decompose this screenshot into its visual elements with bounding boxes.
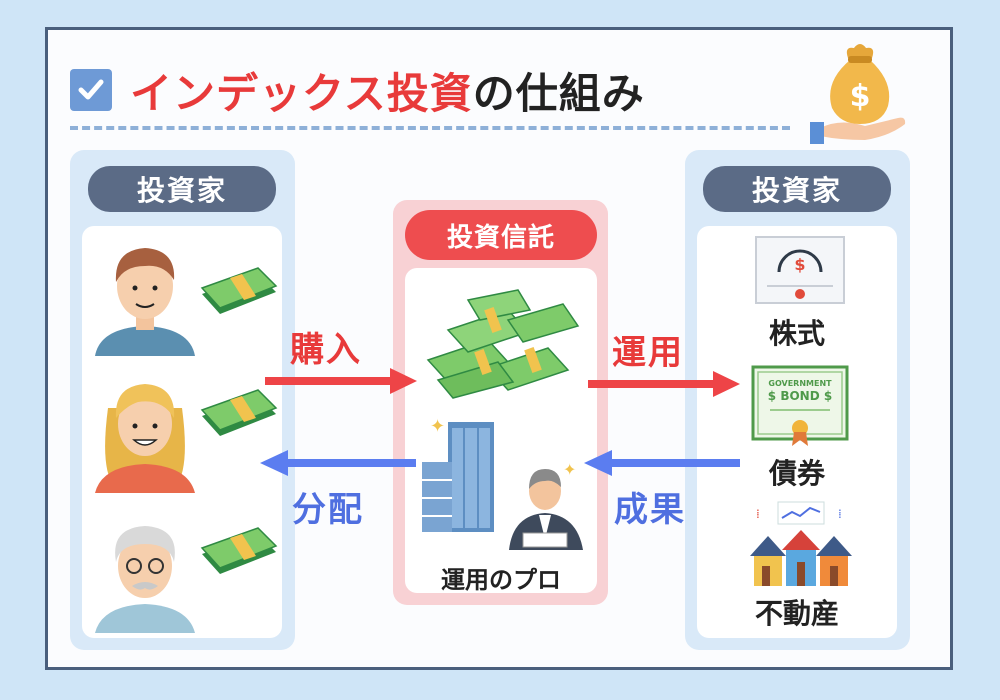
distribute-arrow xyxy=(260,450,416,476)
bond-text-line1: GOVERNMENT xyxy=(768,379,832,388)
operate-arrow xyxy=(588,371,740,397)
result-arrow xyxy=(584,450,740,476)
svg-text:⁞: ⁞ xyxy=(756,507,760,521)
bond-text-line2: $ BOND $ xyxy=(768,389,832,403)
svg-text:✦: ✦ xyxy=(563,460,576,479)
buy-label: 購入 xyxy=(290,330,362,370)
right-heading: 投資家 xyxy=(703,166,891,212)
checkbox-icon xyxy=(70,69,112,111)
title-highlight: インデックス投資 xyxy=(130,68,473,118)
office-building-icon: ✦ xyxy=(422,416,494,532)
distribute-label: 分配 xyxy=(292,490,364,530)
money-bag-icon: $ xyxy=(810,44,906,144)
svg-text:✦: ✦ xyxy=(430,416,445,437)
svg-text:$: $ xyxy=(850,79,871,114)
investor-woman-avatar xyxy=(95,384,195,493)
fund-manager-caption: 運用のプロ xyxy=(441,566,561,594)
title-divider xyxy=(70,126,790,130)
bond-certificate-icon: GOVERNMENT $ BOND $ xyxy=(751,365,849,446)
investor-senior-avatar xyxy=(95,526,195,633)
title-row: インデックス投資 の仕組み xyxy=(70,60,645,120)
investor-man-avatar xyxy=(95,248,195,356)
asset-label-stocks: 株式 xyxy=(768,317,825,350)
svg-text:$: $ xyxy=(794,255,805,274)
left-heading: 投資家 xyxy=(88,166,276,212)
svg-text:⁞: ⁞ xyxy=(838,507,842,521)
fund-manager-icon: ✦ xyxy=(509,460,583,550)
asset-label-real-estate: 不動産 xyxy=(754,597,839,630)
asset-label-bonds: 債券 xyxy=(768,457,825,490)
stock-certificate-icon: $ xyxy=(755,236,845,304)
center-heading: 投資信託 xyxy=(405,210,597,260)
money-pile-icon xyxy=(426,289,580,399)
buy-arrow xyxy=(265,368,417,394)
result-label: 成果 xyxy=(614,490,686,530)
cash-stack-icon xyxy=(200,389,278,436)
real-estate-icon: ⁞ ⁞ xyxy=(750,501,852,586)
cash-stack-icon xyxy=(200,527,278,574)
title-rest: の仕組み xyxy=(472,68,645,118)
operate-label: 運用 xyxy=(612,333,684,373)
cash-stack-icon xyxy=(200,267,278,314)
